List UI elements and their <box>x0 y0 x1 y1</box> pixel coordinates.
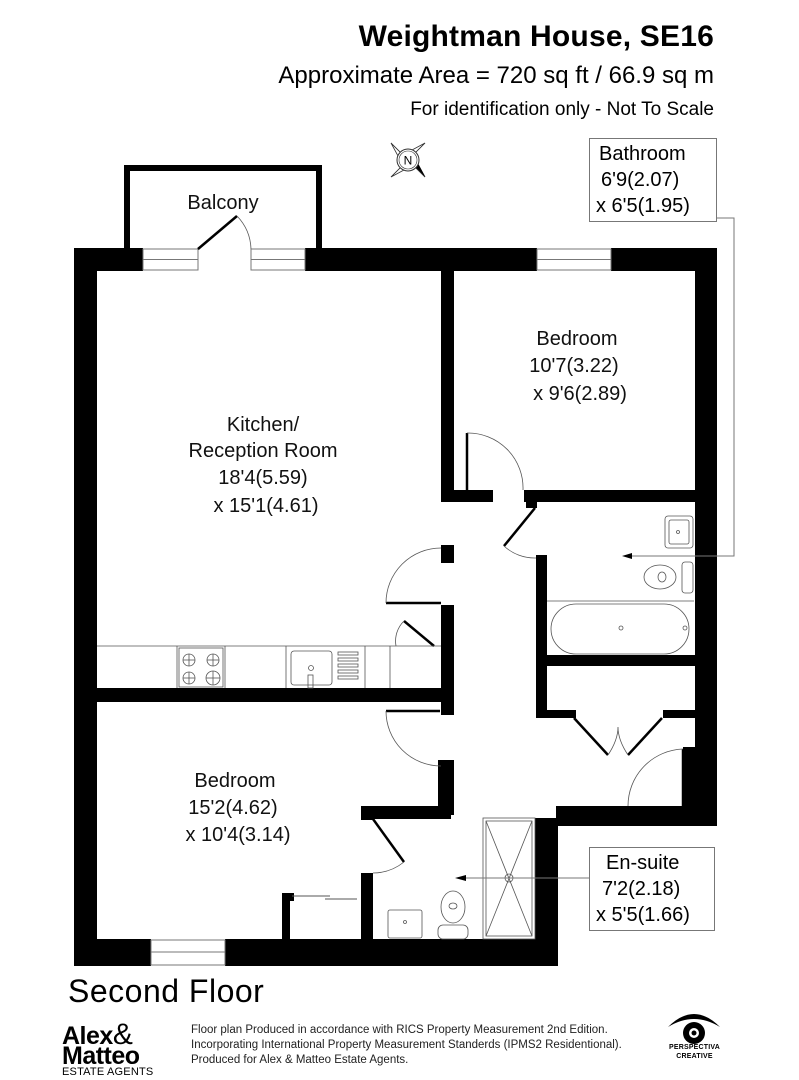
disclaimer-line: Produced for Alex & Matteo Estate Agents… <box>191 1054 409 1066</box>
ensuite-pointer-icon <box>455 875 466 881</box>
approximate-area: Approximate Area = 720 sq ft / 66.9 sq m <box>278 62 714 89</box>
balcony-label: Balcony <box>187 192 258 214</box>
bathroom-dim2: x 6'5(1.95) <box>596 195 690 217</box>
bathroom-dim1: 6'9(2.07) <box>601 169 680 191</box>
bedroom1-name: Bedroom <box>536 328 617 350</box>
ensuite-name: En-suite <box>606 852 680 874</box>
plan-title: Weightman House, SE16 <box>358 20 714 53</box>
hob-icon <box>178 647 224 688</box>
ensuite-dim1: 7'2(2.18) <box>602 878 681 900</box>
disclaimer-line: Floor plan Produced in accordance with R… <box>191 1024 608 1036</box>
bedroom2-name: Bedroom <box>194 770 275 792</box>
alex-matteo-logo: Alex& Matteo ESTATE AGENTS <box>62 1020 153 1078</box>
bath-icon <box>550 603 690 655</box>
kitchen-name-line2: Reception Room <box>189 440 338 462</box>
bedroom1-dim1: 10'7(3.22) <box>529 355 618 377</box>
bathroom-fixtures <box>547 515 694 655</box>
windows <box>142 248 612 966</box>
bedroom1-dim2: x 9'6(2.89) <box>533 383 627 405</box>
ensuite-callout: En-suite 7'2(2.18) x 5'5(1.66) <box>589 847 715 931</box>
kitchen-dim2: x 15'1(4.61) <box>214 495 319 517</box>
callout-leaders <box>457 217 735 879</box>
bedroom2-dim2: x 10'4(3.14) <box>186 824 291 846</box>
logo-line-matteo: Matteo <box>62 1042 140 1070</box>
toilet-icon <box>643 564 677 590</box>
basin-icon <box>664 515 694 549</box>
ensuite-dim2: x 5'5(1.66) <box>596 904 690 926</box>
bathroom-name: Bathroom <box>599 143 686 165</box>
kitchen-dim1: 18'4(5.59) <box>218 467 307 489</box>
floor-label: Second Floor <box>68 973 265 1009</box>
perspectiva-creative-logo: PERSPECTIVA CREATIVE <box>662 1043 727 1061</box>
producer-logo-line1: PERSPECTIVA <box>668 1044 721 1051</box>
ensuite-basin-icon <box>387 909 423 939</box>
disclaimer-line: Incorporating International Property Mea… <box>191 1039 622 1051</box>
logo-line-estate-agents: ESTATE AGENTS <box>62 1066 154 1078</box>
logo-line-alex: Alex <box>62 1022 113 1050</box>
bedroom2-dim1: 15'2(4.62) <box>188 797 277 819</box>
bathroom-pointer-icon <box>622 553 632 559</box>
kitchen-name-line1: Kitchen/ <box>227 414 300 436</box>
north-compass-icon: N <box>390 142 426 178</box>
walls <box>74 165 717 966</box>
perspectiva-creative-eye-icon <box>668 1014 720 1044</box>
doors <box>197 215 685 900</box>
rics-disclaimer: Floor plan Produced in accordance with R… <box>191 1023 622 1068</box>
logo-ampersand: & <box>112 1018 133 1051</box>
kitchen-sink-icon <box>290 650 359 689</box>
ensuite-toilet-icon <box>440 890 466 924</box>
bathroom-callout: Bathroom 6'9(2.07) x 6'5(1.95) <box>589 138 717 222</box>
producer-logo-line2: CREATIVE <box>676 1053 713 1060</box>
svg-text:N: N <box>404 154 413 168</box>
scale-disclaimer: For identification only - Not To Scale <box>410 99 714 120</box>
kitchen-worktop <box>97 645 441 688</box>
